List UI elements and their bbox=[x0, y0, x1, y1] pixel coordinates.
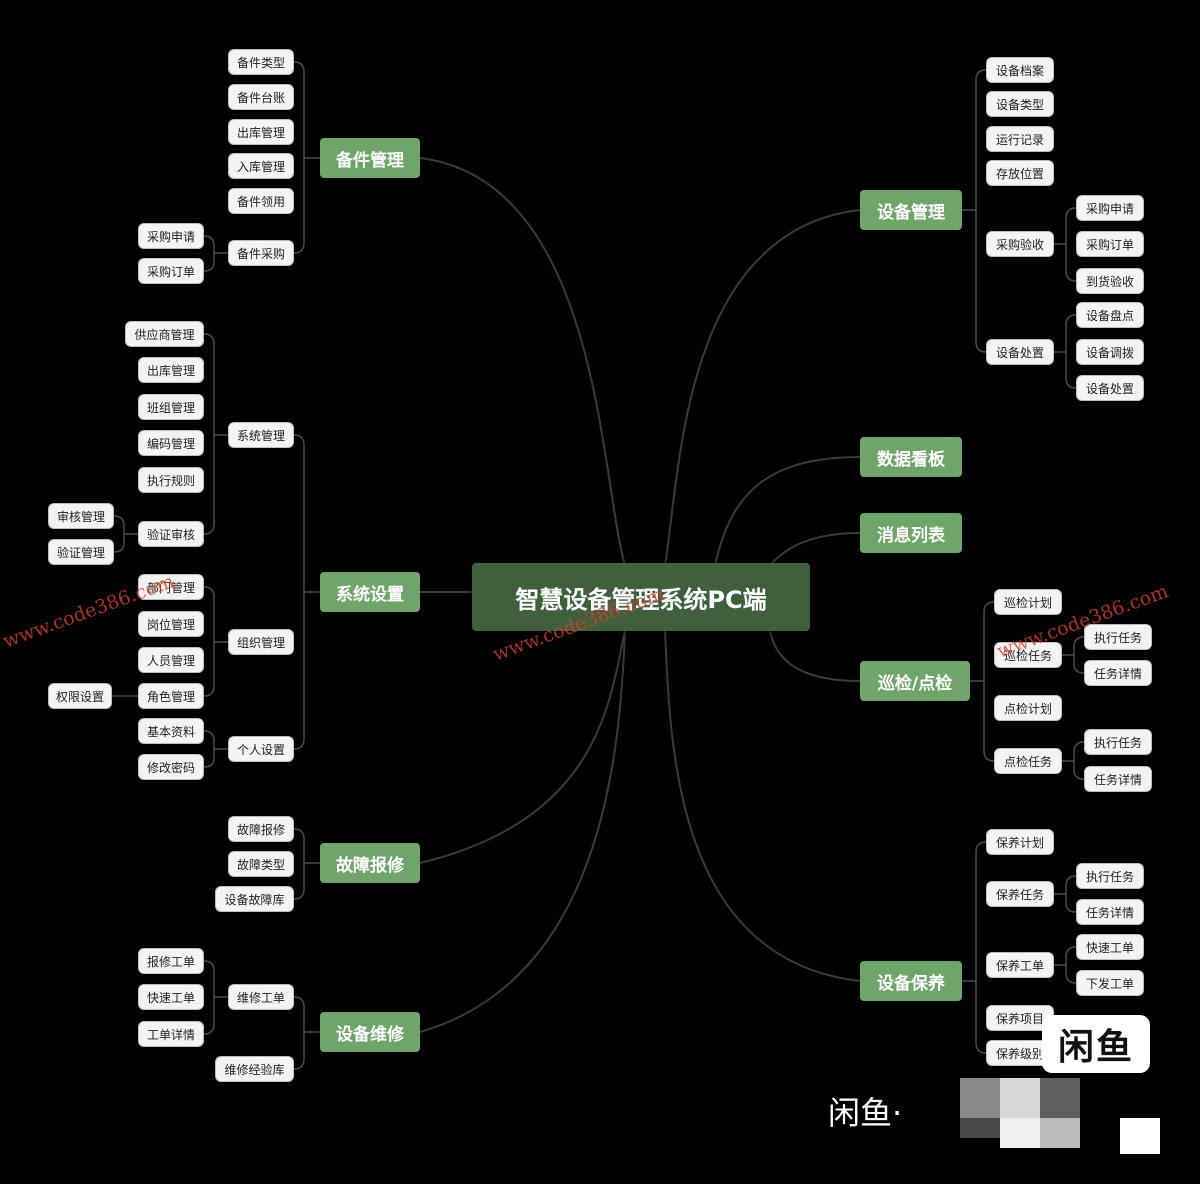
mosaic-block bbox=[960, 1078, 1000, 1118]
node-purchase-request[interactable]: 采购申请 bbox=[138, 223, 204, 249]
node-outbound-mgmt[interactable]: 出库管理 bbox=[138, 357, 204, 383]
node-maint-detail[interactable]: 任务详情 bbox=[1076, 899, 1144, 925]
central-topic[interactable]: 智慧设备管理系统PC端 bbox=[472, 563, 810, 631]
mosaic-block bbox=[1040, 1078, 1080, 1118]
node-system-mgmt[interactable]: 系统管理 bbox=[228, 422, 294, 448]
node-patrol-detail[interactable]: 任务详情 bbox=[1084, 660, 1152, 686]
node-code-mgmt[interactable]: 编码管理 bbox=[138, 430, 204, 456]
node-eq-purchase-order[interactable]: 采购订单 bbox=[1076, 231, 1144, 257]
branch-fault-report[interactable]: 故障报修 bbox=[320, 843, 420, 883]
branch-message-list[interactable]: 消息列表 bbox=[860, 513, 962, 553]
mosaic-block bbox=[1120, 1118, 1160, 1154]
node-dept-mgmt[interactable]: 部门管理 bbox=[138, 574, 204, 600]
mosaic-block bbox=[1040, 1118, 1080, 1148]
node-exec-rules[interactable]: 执行规则 bbox=[138, 467, 204, 493]
node-verify-audit[interactable]: 验证审核 bbox=[138, 521, 204, 547]
node-repair-experience[interactable]: 维修经验库 bbox=[215, 1056, 294, 1082]
node-equipment-inventory[interactable]: 设备盘点 bbox=[1076, 302, 1144, 328]
branch-equipment-mgmt[interactable]: 设备管理 bbox=[860, 190, 962, 230]
node-patrol-plan[interactable]: 巡检计划 bbox=[994, 589, 1062, 615]
node-spare-purchase[interactable]: 备件采购 bbox=[228, 240, 294, 266]
node-change-password[interactable]: 修改密码 bbox=[138, 754, 204, 780]
node-equipment-disposal[interactable]: 设备处置 bbox=[986, 339, 1054, 365]
node-maintenance-task[interactable]: 保养任务 bbox=[986, 881, 1054, 907]
branch-equipment-repair[interactable]: 设备维修 bbox=[320, 1012, 420, 1052]
node-disposal-item[interactable]: 设备处置 bbox=[1076, 375, 1144, 401]
branch-inspection[interactable]: 巡检/点检 bbox=[860, 661, 970, 701]
node-role-mgmt[interactable]: 角色管理 bbox=[138, 683, 204, 709]
node-audit-mgmt[interactable]: 审核管理 bbox=[48, 503, 114, 529]
node-verify-mgmt[interactable]: 验证管理 bbox=[48, 539, 114, 565]
node-spot-plan[interactable]: 点检计划 bbox=[994, 695, 1062, 721]
node-maintenance-plan[interactable]: 保养计划 bbox=[986, 829, 1054, 855]
node-equipment-archive[interactable]: 设备档案 bbox=[986, 57, 1054, 83]
node-eq-purchase-request[interactable]: 采购申请 bbox=[1076, 195, 1144, 221]
node-report-order[interactable]: 报修工单 bbox=[138, 948, 204, 974]
node-storage-location[interactable]: 存放位置 bbox=[986, 160, 1054, 186]
node-spare-ledger[interactable]: 备件台账 bbox=[228, 84, 294, 110]
node-spot-execute[interactable]: 执行任务 bbox=[1084, 729, 1152, 755]
node-post-mgmt[interactable]: 岗位管理 bbox=[138, 611, 204, 637]
node-inbound[interactable]: 入库管理 bbox=[228, 153, 294, 179]
mosaic-block bbox=[960, 1118, 1000, 1138]
node-maintenance-item[interactable]: 保养项目 bbox=[986, 1005, 1054, 1031]
node-run-record[interactable]: 运行记录 bbox=[986, 126, 1054, 152]
node-basic-info[interactable]: 基本资料 bbox=[138, 718, 204, 744]
node-org-mgmt[interactable]: 组织管理 bbox=[228, 629, 294, 655]
node-maint-quick-order[interactable]: 快速工单 bbox=[1076, 934, 1144, 960]
node-fault-type[interactable]: 故障类型 bbox=[228, 851, 294, 877]
xianyu-logo-badge: 闲鱼 bbox=[1042, 1015, 1150, 1073]
node-equipment-type[interactable]: 设备类型 bbox=[986, 91, 1054, 117]
node-purchase-order[interactable]: 采购订单 bbox=[138, 258, 204, 284]
branch-equipment-maintenance[interactable]: 设备保养 bbox=[860, 961, 962, 1001]
mosaic-block bbox=[1000, 1078, 1040, 1118]
node-spot-task[interactable]: 点检任务 bbox=[994, 748, 1062, 774]
node-supplier-mgmt[interactable]: 供应商管理 bbox=[125, 321, 204, 347]
branch-spare-parts[interactable]: 备件管理 bbox=[320, 138, 420, 178]
branch-system-settings[interactable]: 系统设置 bbox=[320, 572, 420, 612]
node-staff-mgmt[interactable]: 人员管理 bbox=[138, 647, 204, 673]
node-equipment-transfer[interactable]: 设备调拨 bbox=[1076, 339, 1144, 365]
node-outbound[interactable]: 出库管理 bbox=[228, 119, 294, 145]
node-repair-order[interactable]: 维修工单 bbox=[228, 984, 294, 1010]
node-spot-detail[interactable]: 任务详情 bbox=[1084, 766, 1152, 792]
node-arrival-acceptance[interactable]: 到货验收 bbox=[1076, 268, 1144, 294]
xianyu-footer-text: 闲鱼· bbox=[828, 1094, 903, 1132]
node-personal-settings[interactable]: 个人设置 bbox=[228, 736, 294, 762]
node-maint-dispatch-order[interactable]: 下发工单 bbox=[1076, 970, 1144, 996]
mosaic-block bbox=[1000, 1118, 1040, 1148]
node-permission-settings[interactable]: 权限设置 bbox=[48, 683, 112, 709]
node-fault-report[interactable]: 故障报修 bbox=[228, 816, 294, 842]
node-patrol-execute[interactable]: 执行任务 bbox=[1084, 624, 1152, 650]
node-fault-library[interactable]: 设备故障库 bbox=[215, 886, 294, 912]
branch-data-dashboard[interactable]: 数据看板 bbox=[860, 437, 962, 477]
node-purchase-acceptance[interactable]: 采购验收 bbox=[986, 231, 1054, 257]
node-order-detail[interactable]: 工单详情 bbox=[138, 1021, 204, 1047]
node-spare-type[interactable]: 备件类型 bbox=[228, 49, 294, 75]
node-maintenance-order[interactable]: 保养工单 bbox=[986, 952, 1054, 978]
node-team-mgmt[interactable]: 班组管理 bbox=[138, 394, 204, 420]
node-quick-order[interactable]: 快速工单 bbox=[138, 984, 204, 1010]
node-maint-execute[interactable]: 执行任务 bbox=[1076, 863, 1144, 889]
node-spare-use[interactable]: 备件领用 bbox=[228, 188, 294, 214]
node-patrol-task[interactable]: 巡检任务 bbox=[994, 642, 1062, 668]
